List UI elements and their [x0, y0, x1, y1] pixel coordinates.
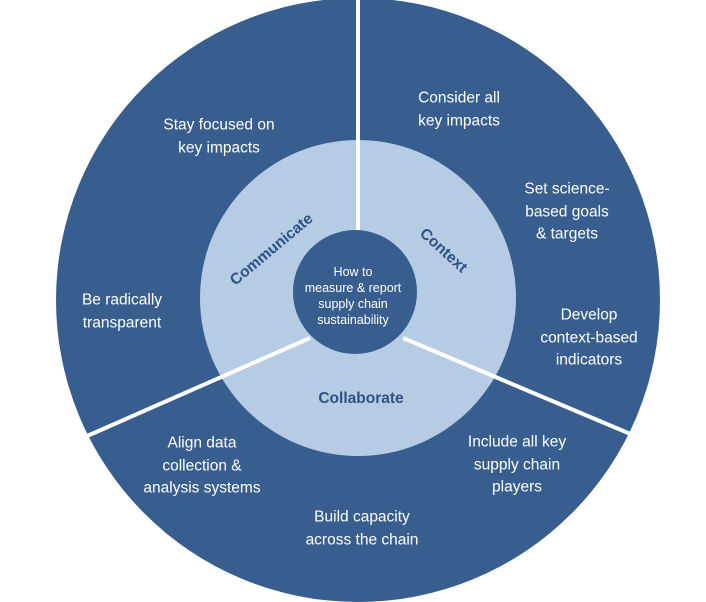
divider-lower-right — [402, 336, 641, 440]
center-line-3: supply chain — [318, 297, 388, 311]
communicate-item-2: Be radically transparent — [82, 290, 162, 335]
collaborate-item-1: Align data collection & analysis systems — [143, 432, 260, 500]
communicate-item-2-line-1: Be radically — [81, 291, 163, 309]
context-item-2-line-3: & targets — [535, 225, 599, 243]
context-item-1-line-2: key impacts — [418, 112, 500, 129]
context-item-3-line-1: Develop — [560, 306, 618, 324]
collaborate-item-1-line-3: analysis systems — [143, 479, 261, 497]
collaborate-item-2: Include all key supply chain players — [468, 431, 566, 499]
communicate-item-1: Stay focused on key impacts — [163, 115, 274, 160]
collaborate-item-2-line-1: Include all key — [467, 433, 567, 451]
collaborate-item-2-line-2: supply chain — [473, 455, 561, 473]
context-item-2: Set science- based goals & targets — [524, 178, 609, 246]
communicate-item-2-line-2: transparent — [82, 314, 162, 331]
segment-label-collaborate: Collaborate — [318, 390, 404, 407]
collaborate-item-2-line-3: players — [492, 478, 542, 496]
context-item-2-line-2: based goals — [525, 202, 609, 220]
center-line-2: measure & report — [304, 281, 402, 295]
collaborate-item-3-line-1: Build capacity — [314, 508, 410, 526]
collaborate-item-1-line-2: collection & — [162, 456, 242, 474]
context-item-1: Consider all key impacts — [418, 88, 500, 133]
divider-lower-left — [77, 336, 311, 442]
center-line-4: sustainability — [317, 313, 389, 327]
communicate-item-1-line-2: key impacts — [178, 139, 260, 156]
center-line-1: How to — [333, 265, 373, 279]
collaborate-item-3: Build capacity across the chain — [306, 507, 419, 552]
context-item-3: Develop context-based indicators — [540, 304, 637, 372]
context-item-3-line-3: indicators — [555, 351, 623, 369]
core-circle — [293, 230, 417, 354]
context-item-2-line-1: Set science- — [524, 180, 610, 198]
communicate-item-1-line-1: Stay focused on — [163, 116, 275, 134]
context-item-1-line-1: Consider all — [418, 89, 500, 107]
collaborate-item-1-line-1: Align data — [167, 434, 237, 452]
context-item-3-line-2: context-based — [540, 328, 638, 346]
center-question: How to measure & report supply chain sus… — [305, 264, 402, 328]
collaborate-item-3-line-2: across the chain — [305, 531, 419, 548]
